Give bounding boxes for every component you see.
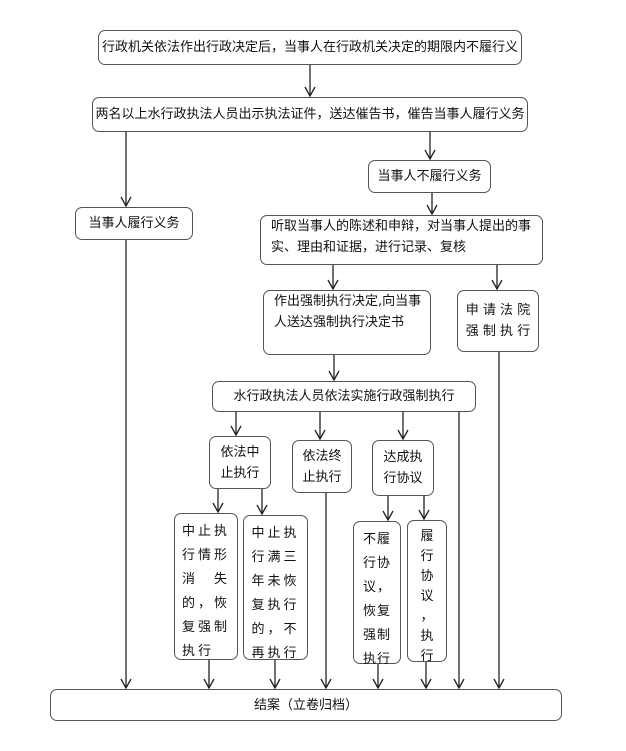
enforce-to-terminate-arrow [314,412,326,441]
comply-node: 当事人履行义务 [75,207,193,240]
arrowhead-icon [328,370,340,382]
terminate-node-line2: 止执行 [302,469,342,485]
hearing-to-decision-arrow [327,265,339,291]
decision-node-line2: 人送达强制执行决定书 [274,315,405,330]
decision-node: 作出强制执行决定,向当事 人送达强制执行决定书 [263,290,431,355]
arrowhead-icon [212,502,224,514]
arrowhead-icon [382,510,394,522]
notice-node: 两名以上水行政执法人员出示执法证件，送达催告书，催告当事人履行义务 [92,97,528,132]
start-node-text: 行政机关依法作出行政决定后，当事人在行政机关决定的期限内不履行义 [101,40,518,55]
fulfil-to-close-arrow [420,662,432,690]
decision-to-enforce-arrow [328,355,340,382]
fulfil-node-text: 履 行 协 议 ， 执 行 [420,529,434,664]
breach-node-text: 不履 行协 议， 恢复 强制 执行 [362,532,391,667]
breach-to-close-arrow [372,664,384,690]
comply-node-text: 当事人履行义务 [88,216,180,231]
not-comply-to-hearing-arrow [426,193,438,216]
suspend-to-resume-arrow [212,489,224,514]
suspend-to-no-resume-arrow [256,489,268,516]
arrowhead-icon [493,678,505,690]
fulfil-node: 履 行 协 议 ， 执 行 [407,520,447,664]
resume-to-close-arrow [203,660,215,690]
agreement-node-line2: 行协议 [383,471,423,486]
hearing-node-line2: 实、理由和证据，进行记录、复核 [271,240,467,255]
arrowhead-icon [418,509,430,521]
arrowhead-icon [420,678,432,690]
resume-node-text: 中止执 行情形 消 失 的，恢 复强制 执行 [181,524,230,659]
not-comply-node-text: 当事人不履行义务 [377,169,482,184]
arrowhead-icon [256,504,268,516]
court-to-close-arrow [493,352,505,690]
start-node: 行政机关依法作出行政决定后，当事人在行政机关决定的期限内不履行义 [98,30,522,65]
court-node: 申 请 法 院 强 制 执 行 [457,290,539,352]
no-resume-node-text: 中止执 行满三 年未恢 复执行 的，不 再执行 [251,526,300,661]
terminate-to-close-arrow [320,493,332,690]
close-node: 结案（立卷归档） [50,689,562,721]
notice-node-text: 两名以上水行政执法人员出示执法证件，送达催告书，催告当事人履行义务 [95,107,525,122]
arrowhead-icon [424,149,436,161]
enforce-node-text: 水行政执法人员依法实施行政强制执行 [233,389,455,404]
enforce-to-close-arrow [453,412,465,690]
suspend-node: 依法中 止执行 [209,436,271,489]
hearing-node: 听取当事人的陈述和申辩，对当事人提出的事 实、理由和证据，进行记录、复核 [260,215,543,265]
arrowhead-icon [304,86,316,98]
hearing-to-court-arrow [491,265,503,291]
breach-node: 不履 行协 议， 恢复 强制 执行 [353,521,401,667]
court-node-line1: 申 请 法 院 [465,303,531,318]
agreement-node-line1: 达成执 [383,450,423,465]
arrowhead-icon [327,279,339,291]
arrowhead-icon [203,678,215,690]
arrowhead-icon [372,678,384,690]
suspend-node-line2: 止执行 [220,465,260,481]
no-resume-to-close-arrow [269,660,281,690]
agreement-to-breach-arrow [382,496,394,522]
arrowhead-icon [397,429,409,441]
not-comply-node: 当事人不履行义务 [368,160,491,193]
arrowhead-icon [426,204,438,216]
terminate-node-line1: 依法终 [302,448,342,464]
arrowhead-icon [269,678,281,690]
comply-to-close-arrow [120,240,132,690]
arrowhead-icon [314,429,326,441]
enforce-to-suspend-arrow [230,412,242,437]
arrowhead-icon [320,678,332,690]
no-resume-node: 中止执 行满三 年未恢 复执行 的，不 再执行 [243,515,308,661]
arrowhead-icon [120,678,132,690]
notice-to-comply-arrow [120,132,132,208]
arrowhead-icon [120,196,132,208]
resume-node: 中止执 行情形 消 失 的，恢 复强制 执行 [174,513,238,660]
arrowhead-icon [453,678,465,690]
decision-node-line1: 作出强制执行决定,向当事 [274,294,422,309]
agreement-node: 达成执 行协议 [372,440,434,496]
close-node-text: 结案（立卷归档） [253,697,358,713]
enforce-to-agreement-arrow [397,412,409,441]
hearing-node-line1: 听取当事人的陈述和申辩，对当事人提出的事 [271,219,532,234]
agreement-to-fulfil-arrow [418,496,430,521]
terminate-node: 依法终 止执行 [292,440,352,493]
notice-to-not-comply-arrow [424,132,436,161]
suspend-node-line1: 依法中 [220,444,260,460]
enforce-node: 水行政执法人员依法实施行政强制执行 [212,381,476,412]
start-to-notice-arrow [304,65,316,98]
arrowhead-icon [230,425,242,437]
court-node-line2: 强 制 执 行 [465,324,531,339]
arrowhead-icon [491,279,503,291]
